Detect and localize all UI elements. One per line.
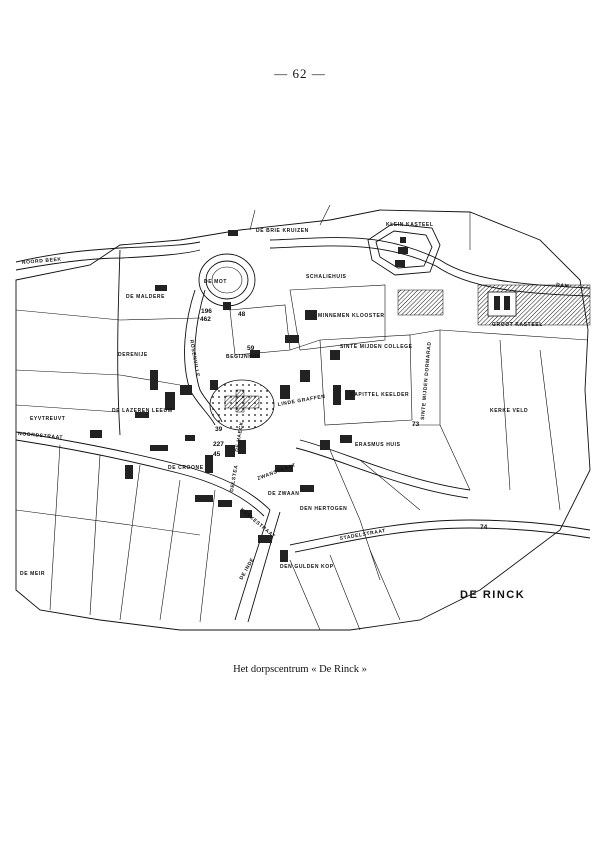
number-48: 48	[238, 311, 246, 318]
number-462: 462	[200, 316, 211, 323]
number-45: 45	[213, 451, 221, 458]
village-map: NOORD BEEK DE BRIE KRUIZEN KLEIN KASTEEL…	[15, 204, 591, 631]
label-minnemen-klooster: MINNEMEN KLOOSTER	[318, 313, 385, 319]
label-de-meir: DE MEIR	[20, 571, 45, 577]
label-de-inde: DE INDE	[239, 557, 256, 581]
number-227: 227	[213, 441, 224, 448]
label-de-mot: DE MOT	[204, 279, 227, 285]
label-capittel-keelder: CAPITTEL KEELDER	[350, 392, 409, 398]
label-de-zwaan: DE ZWAAN	[268, 491, 299, 497]
label-sinte-mijden-college: SINTE MIJDEN COLLEGE	[340, 344, 413, 350]
number-196: 196	[201, 308, 212, 315]
label-rosenville: ROSENVILLE	[188, 339, 201, 377]
label-de-maldere: DE MALDERE	[126, 294, 165, 300]
number-73: 73	[412, 421, 420, 428]
label-erasmus-huis: ERASMUS HUIS	[355, 442, 401, 448]
label-delstea: DELSTEA	[229, 464, 240, 492]
map-title: DE RINCK	[460, 589, 525, 601]
label-groot-kasteel: GROOT KASTEEL	[492, 322, 543, 328]
map-frame	[15, 209, 591, 631]
label-eyvtreuvt: EYVTREUVT	[30, 416, 65, 422]
klein-kasteel-moat	[367, 223, 441, 276]
buildings	[90, 230, 405, 562]
plot-boundaries	[15, 204, 589, 631]
label-derenije: DERENIJE	[118, 352, 148, 358]
label-sinte-mijden-dormarad: SINTE MIJDEN DORMARAD	[420, 341, 433, 420]
label-dam: DAM	[556, 282, 570, 290]
number-39: 39	[215, 426, 223, 433]
label-noord-beek: NOORD BEEK	[22, 257, 62, 266]
label-klein-kasteel: KLEIN KASTEEL	[386, 222, 434, 228]
figure-caption: Het dorpscentrum « De Rinck »	[233, 664, 367, 675]
motte-de-mot	[198, 253, 256, 307]
label-kerkestraat: KERKESTRAAT	[239, 507, 277, 540]
map-numbers: 196 462 48 59 39 227 45 73 74	[200, 308, 488, 531]
label-den-hertogen: DEN HERTOGEN	[300, 506, 347, 512]
number-59: 59	[247, 345, 255, 352]
church-yard	[209, 379, 275, 431]
groot-kasteel-moat	[397, 284, 591, 326]
page-number: — 62 —	[274, 66, 326, 81]
label-den-gulden-kop: DEN GULDEN KOP	[280, 564, 334, 570]
label-noordstraat: NOORDSTRAAT	[18, 431, 63, 441]
map-labels: NOORD BEEK DE BRIE KRUIZEN KLEIN KASTEEL…	[18, 222, 570, 601]
label-de-lazeren-leeuw: DE LAZEREN LEEUW	[112, 408, 173, 414]
label-begijnhof: BEGIJNHOF	[226, 354, 261, 360]
label-kerke-veld: KERKE VELD	[490, 408, 528, 414]
label-de-brie-kruizen: DE BRIE KRUIZEN	[256, 228, 309, 234]
label-de-haeck: DE HAECK	[234, 421, 245, 452]
label-de-croone: DE CROONE	[168, 465, 204, 471]
label-schaliehuis: SCHALIEHUIS	[306, 274, 347, 280]
number-74: 74	[480, 524, 488, 531]
